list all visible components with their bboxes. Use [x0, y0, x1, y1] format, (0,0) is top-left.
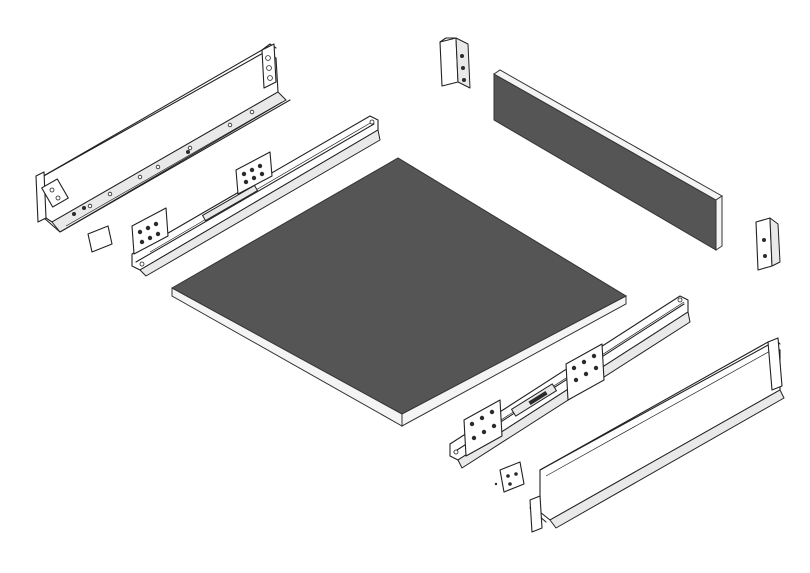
rear-right-bracket	[755, 217, 781, 271]
right-runner-rail	[449, 295, 691, 469]
right-front-fixing-clip	[494, 461, 525, 493]
left-runner-rail	[131, 115, 381, 277]
back-panel	[493, 69, 723, 251]
drawer-bottom-panel	[171, 157, 627, 427]
rear-left-bracket	[439, 37, 471, 89]
right-drawer-side	[529, 337, 785, 533]
left-front-fixing-clip	[87, 225, 113, 253]
left-drawer-side	[35, 43, 291, 233]
